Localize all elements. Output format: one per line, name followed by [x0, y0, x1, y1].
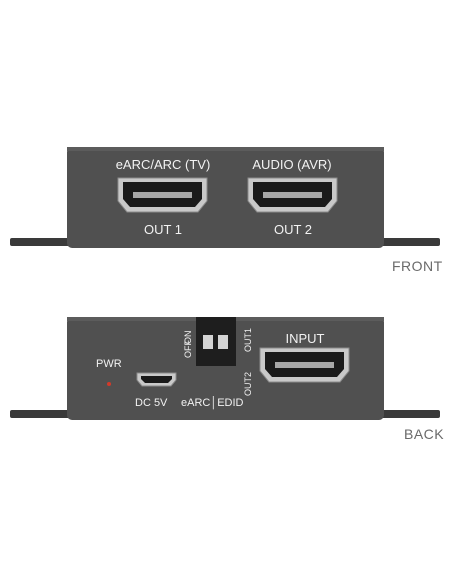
back-device-body	[10, 317, 440, 420]
earc-edid-label: eARC│EDID	[181, 397, 244, 409]
switch-on-label: ON	[183, 330, 193, 345]
front-panel: eARC/ARC (TV) OUT 1 AUDIO (AVR) OUT 2	[0, 0, 452, 280]
dc-5v-label: DC 5V	[135, 397, 168, 409]
front-device-body	[10, 147, 440, 248]
hdmi-port-icon	[247, 177, 338, 213]
pwr-label: PWR	[96, 358, 122, 370]
micro-usb-port-icon	[136, 372, 177, 387]
hdmi-port-icon	[117, 177, 208, 213]
dip-switch-icon	[196, 317, 236, 366]
input-label: INPUT	[285, 331, 325, 346]
front-port2-label: AUDIO (AVR)	[252, 157, 332, 172]
front-enclosure	[67, 147, 384, 248]
back-enclosure	[67, 317, 384, 420]
front-out1-label: OUT 1	[143, 222, 183, 237]
front-view-label: FRONT	[392, 258, 443, 274]
back-panel: PWR DC 5V eARC│EDID OFF ON OUT2 OUT1 INP…	[0, 290, 452, 460]
switch-out2-label: OUT2	[243, 371, 253, 396]
hdmi-port-icon	[259, 347, 350, 383]
front-out2-label: OUT 2	[273, 222, 313, 237]
switch-out1-label: OUT1	[243, 327, 253, 352]
power-led-icon	[107, 382, 111, 386]
back-view-label: BACK	[404, 426, 445, 442]
front-port1-label: eARC/ARC (TV)	[115, 157, 211, 172]
